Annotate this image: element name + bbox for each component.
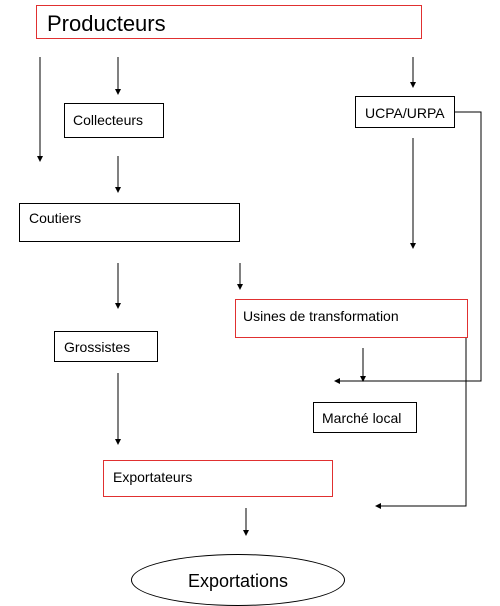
exportateurs-box: Exportateurs (103, 460, 333, 497)
grossistes-box: Grossistes (54, 331, 158, 362)
marche-local-box: Marché local (313, 402, 417, 433)
grossistes-label: Grossistes (64, 339, 131, 355)
exportations-label: Exportations (187, 571, 289, 591)
coutiers-box: Coutiers (19, 203, 240, 242)
producteurs-label: Producteurs (47, 11, 166, 36)
arrow-usines-to-exportations (375, 338, 467, 509)
usines-transformation-box: Usines de transformation (235, 299, 468, 338)
exportateurs-label: Exportateurs (113, 469, 193, 485)
ucpa-urpa-box: UCPA/URPA (355, 96, 455, 128)
marche-local-label: Marché local (322, 410, 402, 426)
coutiers-label: Coutiers (29, 210, 82, 226)
producteurs-box: Producteurs (36, 5, 422, 39)
usines-transformation-label: Usines de transformation (243, 308, 399, 324)
arrow-ucpa-to-marche-local (334, 111, 482, 384)
ucpa-urpa-label: UCPA/URPA (365, 105, 445, 121)
exportations-ellipse: Exportations (131, 554, 345, 606)
collecteurs-label: Collecteurs (73, 112, 144, 128)
collecteurs-box: Collecteurs (64, 103, 164, 138)
